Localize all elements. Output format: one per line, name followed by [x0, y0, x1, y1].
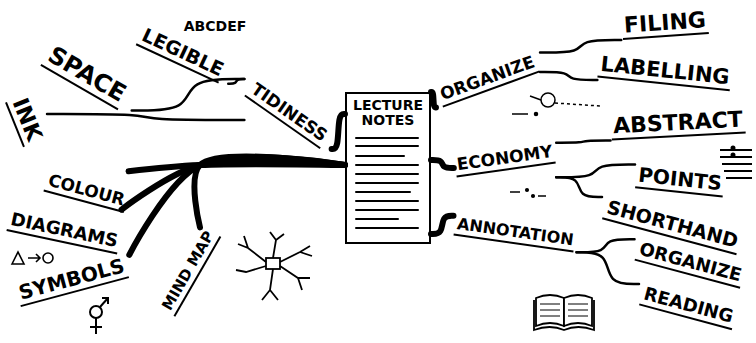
- branch-label: LECTURE NOTES: [349, 98, 427, 127]
- economy-dots: [510, 189, 546, 198]
- branch-label: SHORTHAND: [605, 197, 740, 251]
- branch-line: [556, 164, 635, 177]
- branch-line: [47, 114, 244, 120]
- branch-label: POINTS: [637, 165, 723, 195]
- branch-label: MIND MAP: [160, 229, 218, 313]
- branch-line: [556, 177, 602, 197]
- branch-label: ANNOTATION: [456, 216, 575, 249]
- branch-line: [132, 79, 245, 110]
- branch-line: [577, 252, 640, 284]
- branch-word: ANNOTATION: [453, 216, 576, 253]
- branch-label: DIAGRAMS: [9, 210, 120, 251]
- branch-label: SYMBOLS: [17, 255, 127, 303]
- branch-word: LABELLING: [597, 53, 732, 92]
- branch-line: [556, 141, 610, 143]
- branch-line: [431, 160, 454, 168]
- branch-word: ECONOMY: [454, 143, 556, 178]
- branch-label: COLOUR: [46, 172, 126, 210]
- branch-word: ABSTRACT: [611, 107, 746, 140]
- branch-word: SYMBOLS: [15, 255, 130, 307]
- branch-line: [431, 92, 436, 107]
- branch-label: INK: [9, 95, 47, 144]
- gender-symbol: [90, 298, 108, 334]
- branch-label: FILING: [623, 8, 706, 37]
- notes-lines: [356, 138, 418, 228]
- branch-label: ABSTRACT: [613, 108, 744, 138]
- branch-line: [577, 239, 635, 252]
- branch-word: POINTS: [635, 164, 725, 197]
- branch-line: [129, 157, 345, 255]
- letter-sample: ABCDEF: [184, 18, 247, 34]
- branch-label: ORGANIZE: [438, 53, 537, 104]
- diagram-symbols: [12, 252, 53, 264]
- branch-line: [122, 160, 345, 209]
- branch-word: SPACE: [40, 41, 131, 110]
- branch-label: ECONOMY: [456, 143, 554, 174]
- branch-line: [540, 72, 597, 80]
- branch-word: ORGANIZE: [436, 53, 540, 108]
- branch-word: SHORTHAND: [602, 197, 742, 255]
- branch-label: READING: [642, 285, 735, 327]
- branch-word: FILING: [621, 8, 709, 40]
- branch-label: SPACE: [44, 42, 130, 106]
- branch-line: [194, 156, 345, 227]
- branch-word: READING: [639, 284, 737, 330]
- branch-label: LABELLING: [600, 53, 731, 88]
- book-sketch: [534, 295, 594, 330]
- points-lines: [720, 147, 752, 179]
- branch-word: INK: [5, 93, 47, 147]
- notes-page: LECTURE NOTES: [345, 92, 431, 244]
- branch-word: MIND MAP: [159, 227, 221, 316]
- branch-line: [332, 114, 345, 149]
- branch-word: TIDINESS: [244, 79, 331, 149]
- branch-label: TIDINESS: [248, 80, 330, 145]
- label-tag-sketch: [512, 93, 600, 116]
- branch-line: [431, 216, 453, 234]
- branch-word: DIAGRAMS: [6, 210, 121, 255]
- branch-line: [540, 40, 621, 53]
- branch-word: COLOUR: [43, 171, 128, 212]
- mini-mind-map: [236, 232, 312, 300]
